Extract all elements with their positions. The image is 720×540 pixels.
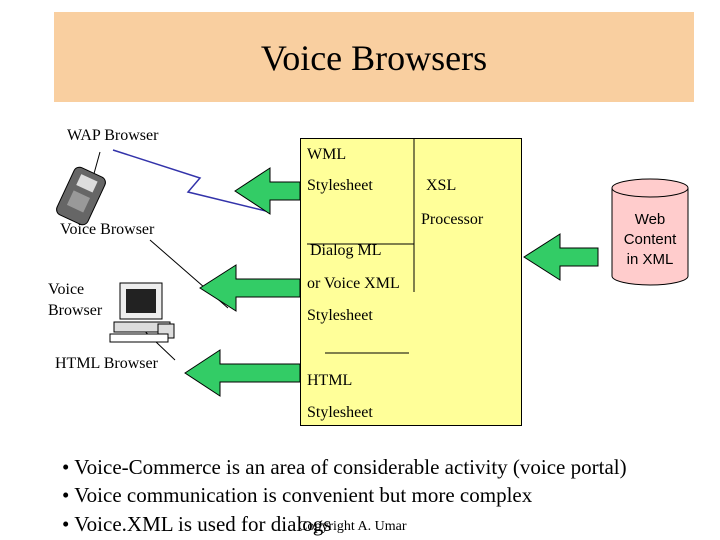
web-content-label: Web Content in XML [612,210,688,270]
voice-browser-label: Voice Browser [60,221,155,238]
voice-xml-arrow [199,264,301,312]
web-content-line-3: in XML [626,251,674,268]
bullet-item: • Voice.XML is used for dialogs [62,512,332,536]
wap-browser-label: WAP Browser [67,127,159,144]
web-content-line-1: Web [634,211,666,228]
lightning-bolt-icon [112,149,271,213]
dialog-ml-label: Dialog ML [310,242,382,259]
xsl-label: XSL [426,177,457,194]
stylesheet-label-3: Stylesheet [307,404,373,421]
database-cylinder-icon [611,178,689,286]
voice-browser-mid-label-2: Browser [48,302,103,319]
wml-arrow [234,167,301,215]
xml-input-arrow [523,233,599,281]
voice-xml-label: or Voice XML [307,275,400,292]
page-title: Voice Browsers [260,38,488,78]
html-arrow [184,349,301,397]
wml-label: WML [307,146,347,163]
bullet-item: • Voice communication is convenient but … [62,483,533,507]
cell-phone-icon [56,166,106,226]
stylesheet-label-2: Stylesheet [307,307,373,324]
stylesheet-label-1: Stylesheet [307,177,373,194]
desktop-computer-icon [109,282,175,343]
bullet-item: • Voice-Commerce is an area of considera… [62,455,627,479]
html-browser-label: HTML Browser [55,355,158,372]
html-label: HTML [307,372,353,389]
processor-label: Processor [421,211,484,228]
title-banner [54,12,694,102]
copyright-text: Copyright A. Umar [298,519,407,534]
web-content-line-2: Content [623,231,677,248]
voice-browser-mid-label-1: Voice [48,281,85,298]
